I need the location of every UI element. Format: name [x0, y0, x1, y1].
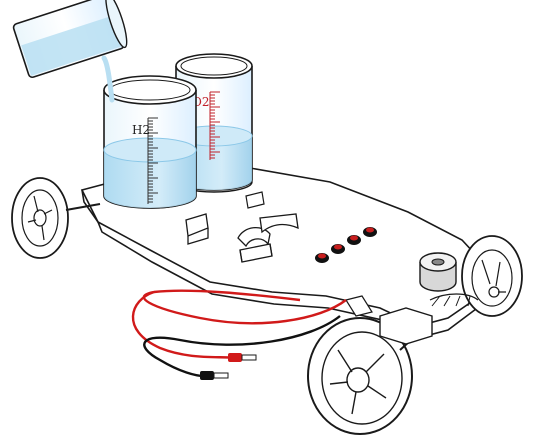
h2-label: H2	[132, 123, 150, 137]
rear-right-wheel	[462, 236, 522, 316]
terminal-4	[363, 227, 377, 237]
terminal-2	[331, 244, 345, 254]
red-plug	[228, 353, 256, 362]
terminal-3	[347, 235, 361, 245]
terminal-1	[315, 253, 329, 263]
black-plug	[200, 371, 228, 380]
h2-cylinder: H2	[104, 76, 196, 208]
